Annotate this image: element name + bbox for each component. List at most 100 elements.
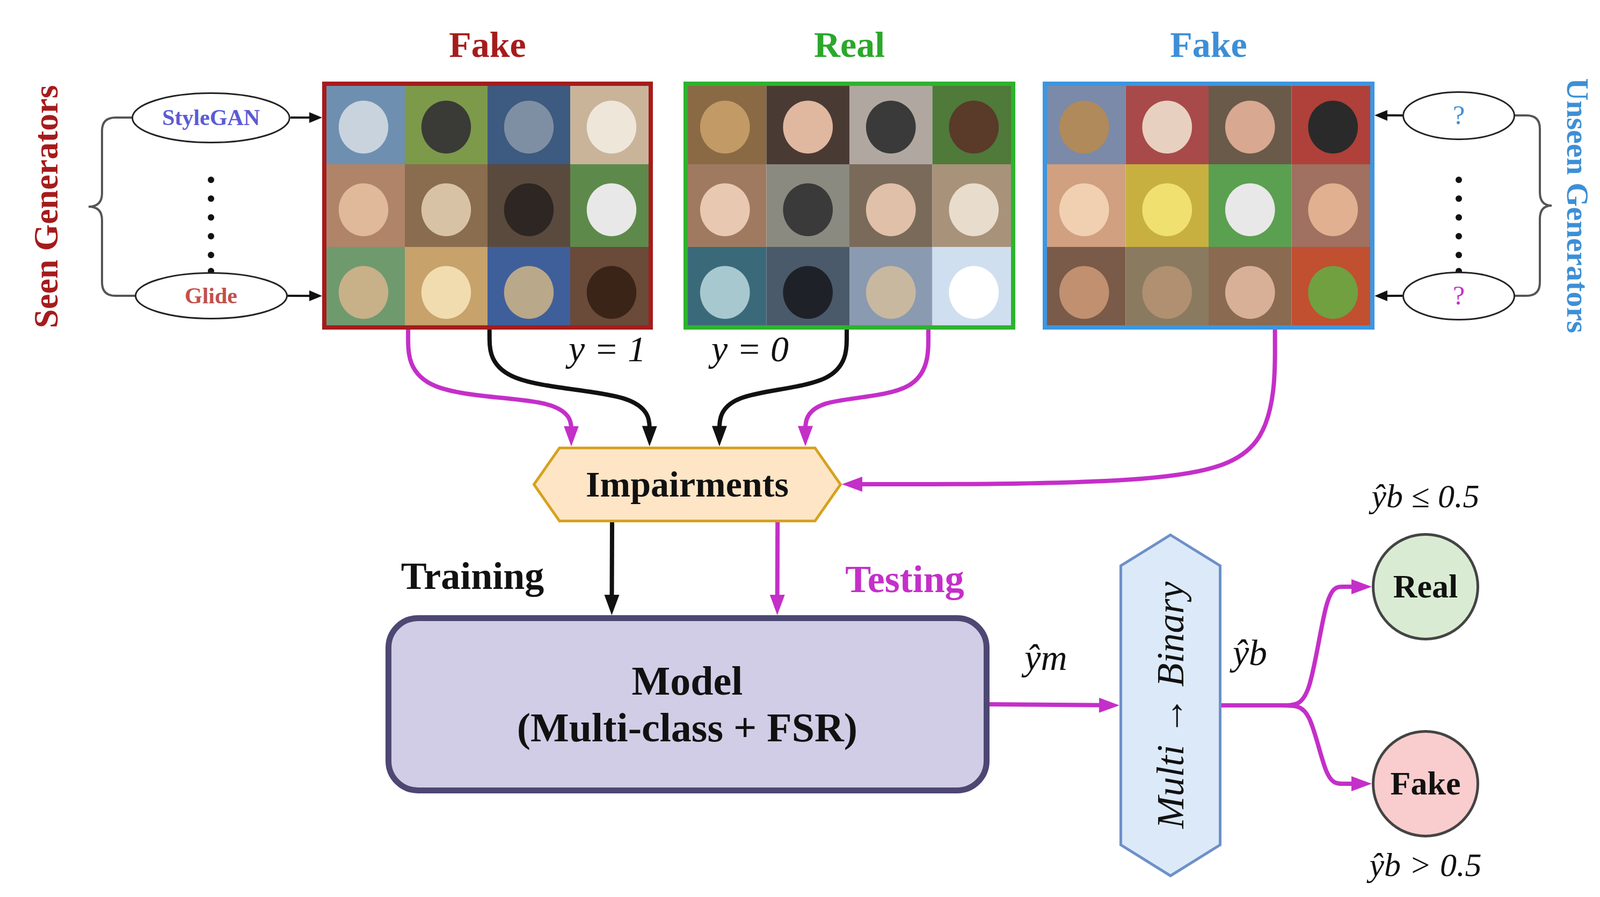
image-subject — [1225, 183, 1276, 237]
image-subject — [1307, 265, 1358, 319]
image-tile — [487, 81, 571, 165]
image-grid-box: Fake — [1042, 23, 1375, 330]
output-circle: Real — [1371, 533, 1480, 641]
image-grid-box: Fake — [322, 23, 653, 330]
image-grid — [1042, 81, 1375, 330]
generator-ellipse: Glide — [134, 272, 288, 320]
image-subject — [338, 100, 389, 154]
node-label: Fake — [1390, 764, 1461, 803]
image-tile — [1208, 164, 1292, 247]
image-tile — [1042, 246, 1126, 330]
image-grid — [322, 81, 653, 330]
image-subject — [338, 265, 389, 319]
image-tile — [1042, 164, 1126, 247]
image-tile — [1291, 81, 1376, 165]
image-tile — [849, 164, 933, 247]
image-tile — [1042, 81, 1126, 165]
image-subject — [866, 265, 916, 319]
image-subject — [948, 265, 999, 319]
image-subject — [1225, 100, 1276, 154]
image-subject — [782, 100, 833, 154]
image-subject — [866, 100, 916, 154]
connector-arrow — [1221, 705, 1362, 784]
image-tile — [849, 246, 933, 330]
output-circle: Fake — [1371, 730, 1480, 838]
image-subject — [948, 100, 999, 154]
image-subject — [421, 183, 471, 237]
image-tile — [766, 246, 850, 330]
image-tile — [683, 164, 767, 247]
node-label: Glide — [184, 282, 238, 309]
connector-arrow — [1380, 114, 1403, 117]
dot — [1455, 214, 1463, 221]
hexagon-outline — [1121, 535, 1221, 877]
group-label: Unseen Generators — [1559, 77, 1596, 333]
image-frame — [322, 81, 653, 330]
grid-heading: Fake — [1169, 23, 1248, 66]
generator-ellipse: StyleGAN — [131, 92, 291, 144]
connector-arrow — [408, 329, 572, 436]
image-subject — [782, 265, 833, 319]
ellipse-outline — [135, 273, 287, 319]
vertical-dots — [207, 176, 215, 275]
connector-arrow — [775, 522, 781, 606]
image-subject — [504, 183, 554, 237]
image-subject — [1307, 100, 1358, 154]
node-outline — [385, 615, 990, 794]
node-label: ? — [1452, 280, 1465, 312]
image-subject — [782, 183, 833, 237]
image-tile — [932, 246, 1016, 330]
connector-arrow — [852, 329, 1276, 485]
connector-arrow — [609, 522, 615, 606]
grid-border — [685, 83, 1014, 328]
node-label: StyleGAN — [162, 104, 260, 131]
node-label: Model — [631, 657, 744, 705]
dot — [207, 195, 215, 202]
image-subject — [1059, 100, 1110, 154]
generator-ellipse: ? — [1402, 271, 1516, 321]
image-tile — [322, 81, 405, 165]
image-tile — [932, 81, 1016, 165]
image-tile — [404, 164, 488, 247]
dot — [207, 176, 215, 184]
image-subject — [1307, 183, 1358, 237]
connector-arrow — [1221, 586, 1362, 706]
image-subject — [1142, 100, 1192, 154]
generator-ellipse: ? — [1402, 91, 1516, 141]
grid-border — [324, 83, 651, 328]
dot — [1455, 176, 1463, 184]
dot — [207, 233, 215, 240]
dot — [1455, 195, 1463, 202]
image-tile — [766, 81, 850, 165]
edge-label: ŷm — [1024, 636, 1067, 679]
image-subject — [504, 265, 554, 319]
connector-arrow — [805, 329, 929, 436]
box-outline — [388, 618, 987, 791]
image-tile — [322, 164, 405, 247]
edge-label: Testing — [845, 557, 964, 602]
image-tile — [1291, 164, 1376, 247]
curly-brace — [88, 117, 148, 296]
image-tile — [404, 246, 488, 330]
converter-hexagon: Multi → Binary — [1119, 533, 1222, 878]
node-label: (Multi-class + FSR) — [517, 704, 858, 752]
image-subject — [338, 183, 389, 237]
image-frame — [683, 81, 1016, 330]
image-subject — [421, 265, 471, 319]
connector-arrow — [290, 116, 316, 119]
circle-outline — [1373, 534, 1479, 640]
model-box: Model(Multi-class + FSR) — [385, 615, 990, 794]
process-hexagon: Impairments — [532, 446, 842, 523]
connector-arrow — [989, 704, 1110, 706]
dot — [207, 251, 215, 259]
threshold-label: ŷb ≤ 0.5 — [1371, 477, 1480, 516]
hexagon-outline — [534, 447, 841, 521]
image-tile — [487, 164, 571, 247]
image-tile — [1125, 246, 1210, 330]
image-tile — [932, 164, 1016, 247]
image-tile — [487, 246, 571, 330]
image-subject — [586, 183, 637, 237]
image-tile — [1291, 246, 1376, 330]
image-grid-box: Real — [683, 23, 1016, 330]
